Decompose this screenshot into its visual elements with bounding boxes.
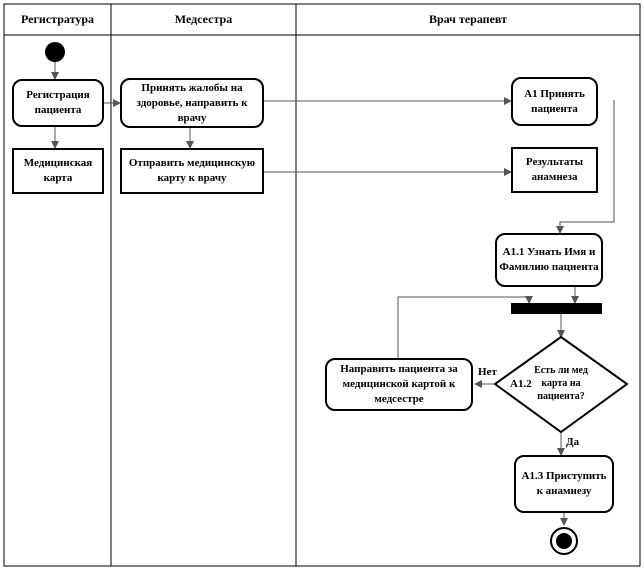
node-medical-card: Медицинская карта	[12, 148, 104, 194]
edge-a1-a11	[556, 100, 615, 234]
lane-title-nurse: Медсестра	[174, 11, 233, 26]
swimlane-frame	[3, 3, 641, 567]
end-node	[556, 533, 572, 549]
node-send-to-nurse: Направить пациента за медицинской картой…	[325, 358, 473, 411]
decision-text: Есть ли мед карта на пациента?	[534, 365, 588, 402]
node-a11-find-name: А1.1 Узнать Имя и Фамилию пациента	[495, 233, 603, 287]
decision-no-label: Нет	[478, 366, 497, 378]
node-anamnesis-results: Результаты анамнеза	[511, 147, 598, 193]
decision-yes-label: Да	[566, 436, 580, 448]
join-bar	[511, 303, 602, 314]
edge-nurse-bar	[397, 296, 533, 358]
lane-title-registry: Регистратура	[20, 11, 94, 26]
node-registration: Регистрация пациента	[12, 79, 104, 127]
decision-id-label: А1.2	[510, 378, 532, 390]
start-node	[45, 42, 65, 62]
node-a13-start-anamnesis: А1.3 Приступить к анамнезу	[514, 455, 614, 513]
decision-diamond	[493, 335, 629, 434]
node-accept-complaints: Принять жалобы на здоровье, направить к …	[120, 78, 264, 128]
lane-title-doctor: Врач терапевт	[428, 11, 508, 26]
node-a1-accept-patient: А1 Принять пациента	[511, 77, 598, 126]
node-send-card: Отправить медицинскую карту к врачу	[120, 148, 264, 194]
